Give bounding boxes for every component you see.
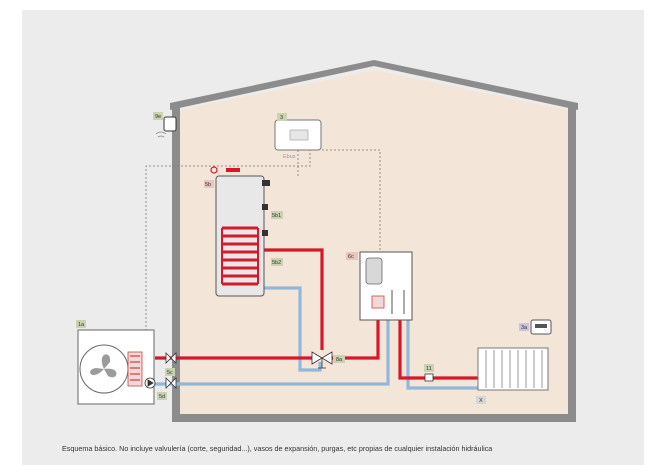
house-right-wall bbox=[568, 104, 576, 414]
label-outdoor-unit: 1a bbox=[78, 322, 85, 328]
remote-outdoor-sensor bbox=[155, 116, 177, 138]
label-room-thermostat: 3a bbox=[521, 325, 528, 331]
label-sensor-top: 5b1 bbox=[272, 213, 281, 219]
hot-pipe-to-boiler bbox=[330, 312, 380, 360]
snowflake-icon bbox=[210, 166, 218, 174]
valve-top-icon bbox=[165, 352, 177, 364]
comm-line-outdoor bbox=[145, 150, 311, 335]
boiler bbox=[359, 251, 413, 321]
wifi-signal-icon bbox=[155, 131, 167, 138]
hot-pipe-tank-feed bbox=[252, 248, 324, 350]
label-boiler: 6c bbox=[348, 254, 354, 260]
component-labels: 9e 3 Ebus 5b 5b1 5b2 6c 1a 5c 5d 8a 3a 1… bbox=[76, 112, 529, 404]
label-sensor-bottom: 5b2 bbox=[272, 260, 281, 266]
label-radiator-valve: 11 bbox=[426, 366, 432, 372]
controller-display bbox=[289, 129, 309, 141]
system-controller bbox=[274, 119, 322, 151]
boiler-internal-pipes bbox=[391, 290, 405, 314]
communication-lines bbox=[145, 149, 381, 335]
fan-blades-icon bbox=[90, 354, 117, 378]
radiator-body bbox=[477, 347, 549, 391]
cold-pipe-tank-return bbox=[252, 286, 322, 372]
pump-arrow-icon bbox=[147, 379, 154, 387]
label-diverter: 8a bbox=[336, 357, 343, 363]
valve-bottom-icon bbox=[165, 377, 177, 389]
label-radiator: X bbox=[479, 398, 483, 404]
radiator-fins bbox=[485, 350, 543, 388]
label-tank: 5b bbox=[205, 182, 211, 188]
house-left-wall bbox=[172, 104, 180, 414]
room-thermostat bbox=[530, 319, 552, 335]
outdoor-unit-coil bbox=[127, 351, 143, 387]
remote-sensor-body bbox=[163, 116, 177, 132]
comm-line-boiler bbox=[322, 149, 381, 252]
diverter-valve-stem bbox=[318, 358, 326, 369]
room-thermostat-screen bbox=[535, 324, 547, 328]
outdoor-heat-pump-unit bbox=[77, 329, 155, 405]
tank-outlet bbox=[262, 180, 270, 186]
house-floor bbox=[172, 414, 576, 422]
label-remote-outdoor: 9e bbox=[155, 114, 161, 120]
label-valve-top: 5c bbox=[167, 370, 173, 376]
radiator bbox=[424, 347, 549, 391]
tank-sensor-mid bbox=[262, 230, 268, 236]
hot-water-tank bbox=[210, 166, 270, 297]
hot-pipes bbox=[155, 248, 478, 380]
label-ebus: Ebus bbox=[283, 154, 296, 160]
label-controller: 3 bbox=[280, 115, 283, 121]
hot-pipe-to-radiator bbox=[398, 296, 478, 380]
radiator-valve-icon bbox=[424, 373, 434, 382]
cold-pipe-main bbox=[155, 320, 390, 386]
boiler-exchanger bbox=[371, 295, 385, 309]
heating-element-icon bbox=[226, 168, 240, 172]
house-interior bbox=[180, 70, 568, 414]
boiler-tank bbox=[365, 257, 383, 285]
outdoor-valves bbox=[144, 352, 177, 389]
tank-sensor-top bbox=[262, 204, 268, 210]
tank-coil-sides bbox=[221, 228, 259, 284]
diverter-valve bbox=[311, 351, 333, 369]
diagram-caption: Esquema básico. No incluye valvulería (c… bbox=[62, 444, 493, 453]
house bbox=[170, 60, 578, 422]
tank-coil bbox=[222, 226, 258, 286]
label-valve-bottom: 5d bbox=[159, 394, 165, 400]
outdoor-unit-coil-wave bbox=[130, 355, 140, 381]
